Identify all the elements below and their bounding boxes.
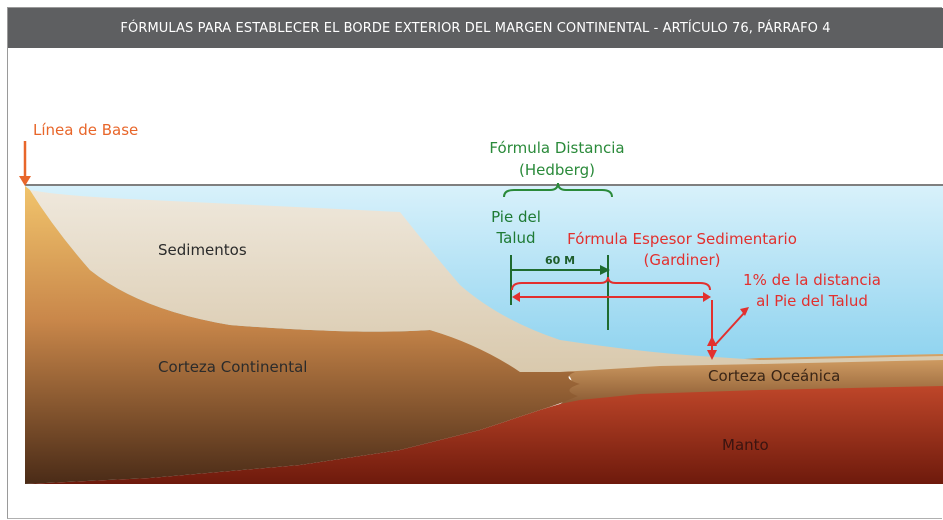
sixty-m-label: 60 M (545, 254, 576, 267)
hedberg-brace (503, 182, 613, 198)
sediment-layer (30, 190, 943, 372)
gardiner-formula-label: Fórmula Espesor Sedimentario (Gardiner) (552, 229, 812, 271)
gardiner-line1: Fórmula Espesor Sedimentario (567, 230, 797, 248)
thickness-arrow-head (707, 350, 717, 360)
diagram-frame (7, 7, 942, 519)
pct-line2: al Pie del Talud (756, 292, 868, 310)
mantle-label: Manto (722, 436, 769, 454)
continental-crust-label: Corteza Continental (158, 358, 308, 376)
pie-line2: Talud (496, 229, 536, 247)
hedberg-line2: (Hedberg) (519, 161, 595, 179)
pie-line1: Pie del (491, 208, 541, 226)
oceanic-crust-layer (560, 354, 943, 404)
pct-pointer (714, 311, 746, 346)
page-title: FÓRMULAS PARA ESTABLECER EL BORDE EXTERI… (8, 8, 943, 48)
gardiner-line2: (Gardiner) (643, 251, 721, 269)
hedberg-line1: Fórmula Distancia (489, 139, 625, 157)
pct-pointer-head (740, 307, 749, 316)
gardiner-brace (511, 276, 711, 291)
pct-line1: 1% de la distancia (743, 271, 881, 289)
sixty-m-arrow-head (600, 265, 610, 275)
continental-crust-layer (25, 186, 580, 484)
baseline-label: Línea de Base (33, 121, 139, 139)
sediments-label: Sedimentos (158, 241, 247, 259)
distance-arrow-head-right (703, 292, 711, 302)
baseline-arrow-head (19, 176, 31, 186)
one-percent-label: 1% de la distancia al Pie del Talud (732, 270, 892, 312)
mantle-layer (25, 384, 943, 484)
foot-of-slope-label: Pie del Talud (481, 207, 551, 249)
thickness-arrow-head-top (707, 336, 717, 346)
distance-arrow-head-left (512, 292, 520, 302)
oceanic-crust-label: Corteza Oceánica (708, 367, 841, 385)
hedberg-formula-label: Fórmula Distancia (Hedberg) (486, 137, 628, 181)
